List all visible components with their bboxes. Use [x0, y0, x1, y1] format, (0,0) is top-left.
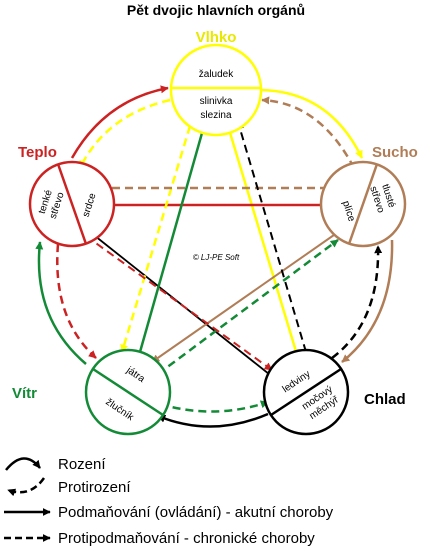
arrow-rozeni-sucho-chlad: [341, 239, 394, 363]
diagram-title: Pět dvojic hlavních orgánů: [127, 2, 305, 18]
sucho-divider: [347, 163, 379, 245]
arrow-protirozeni-teplo-vitr: [56, 243, 97, 359]
vitr-label: Vítr: [12, 385, 37, 402]
arrow-podmanovani-sucho-vitr: [151, 227, 345, 363]
chlad-label: Chlad: [364, 391, 406, 408]
legend: Rození Protirození Podmaňování (ovládání…: [4, 456, 334, 547]
arrow-rozeni-chlad-vitr: [157, 412, 269, 428]
arrow-protipodmanovani-chlad-vlhko: [236, 121, 307, 353]
legend-podmanovani-label: Podmaňování (ovládání) - akutní choroby: [58, 504, 334, 521]
arrow-protipodmanovani-vitr-sucho: [157, 238, 339, 376]
arrow-rozeni-vitr-teplo: [35, 241, 87, 365]
arrow-rozeni-vlhko-sucho: [261, 88, 364, 159]
copyright-text: © LJ-PE Soft: [193, 253, 240, 262]
legend-rozeni-label: Rození: [58, 456, 106, 473]
sucho-node: tlusté střevo plíce: [319, 160, 407, 248]
arrow-podmanovani-vitr-vlhko: [138, 125, 206, 353]
arrow-protirozeni-vitr-chlad: [159, 400, 269, 413]
vlhko-organ-top: žaludek: [199, 69, 234, 80]
vlhko-organ-bottom-1: slinivka: [200, 96, 233, 107]
teplo-node: tenké střevo srdce: [28, 160, 116, 248]
teplo-label: Teplo: [18, 144, 57, 161]
vitr-node: játra žlučník: [84, 348, 172, 436]
vlhko-organ-bottom-2: slezina: [200, 110, 232, 121]
arrow-protirozeni-chlad-sucho: [331, 245, 383, 359]
arrow-protirozeni-vlhko-teplo: [78, 98, 171, 169]
teplo-divider: [56, 163, 88, 245]
sucho-label: Sucho: [372, 144, 418, 161]
arrow-protipodmanovani-vlhko-vitr: [120, 125, 192, 353]
legend-protirozeni-arc-icon: [7, 477, 46, 497]
legend-protipodmanovani-label: Protipodmaňování - chronické choroby: [58, 530, 315, 547]
arrow-rozeni-teplo-vlhko: [70, 85, 169, 159]
vlhko-node: žaludek slinivka slezina: [169, 43, 263, 137]
legend-protirozeni-label: Protirození: [58, 479, 131, 496]
vlhko-label: Vlhko: [196, 29, 237, 46]
legend-rozeni-arc-icon: [5, 457, 41, 471]
chlad-divider: [270, 367, 342, 417]
vitr-divider: [92, 367, 164, 417]
arrow-protirozeni-sucho-vlhko: [261, 96, 356, 169]
arrow-podmanovani-vlhko-chlad: [226, 125, 300, 359]
chlad-node: ledviny močový měchýř: [262, 348, 350, 436]
vlhko-circle: [169, 43, 263, 137]
